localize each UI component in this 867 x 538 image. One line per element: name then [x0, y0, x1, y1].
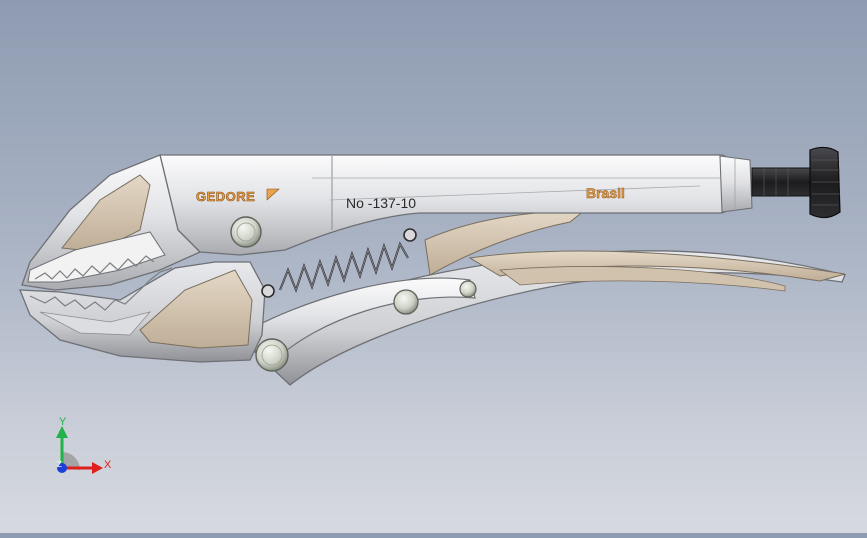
z-axis-dot-icon [57, 463, 67, 473]
upper-handle [159, 154, 753, 256]
rivet-toggle [393, 289, 419, 315]
xyz-triad-icon[interactable]: Y X Z [56, 416, 112, 474]
y-axis-arrow-icon [56, 426, 68, 438]
adjustment-knob [809, 146, 841, 219]
pivot-rivets [230, 216, 477, 372]
brand-logo-text: GEDORE [196, 189, 255, 204]
rivet-upper-pivot [230, 216, 262, 248]
z-axis-label: Z [57, 460, 62, 469]
y-axis-label: Y [59, 416, 67, 428]
adjusting-screw [751, 167, 813, 197]
gedore-logo: GEDORE [196, 188, 280, 204]
release-lever [424, 209, 587, 276]
rivet-lower-pivot [255, 338, 289, 372]
rivet-release [459, 280, 477, 298]
lower-jaw [19, 261, 266, 363]
logo-triangle-icon [266, 188, 280, 201]
spring-pin-rear [403, 228, 417, 242]
part-number: No -137-10 [346, 195, 416, 211]
upper-jaw [21, 154, 202, 291]
origin-marking: Brasil [586, 185, 625, 201]
x-axis-arrow-icon [92, 462, 103, 474]
spring-pin-front [261, 284, 275, 298]
x-axis-label: X [104, 459, 112, 471]
tension-spring [279, 241, 409, 293]
